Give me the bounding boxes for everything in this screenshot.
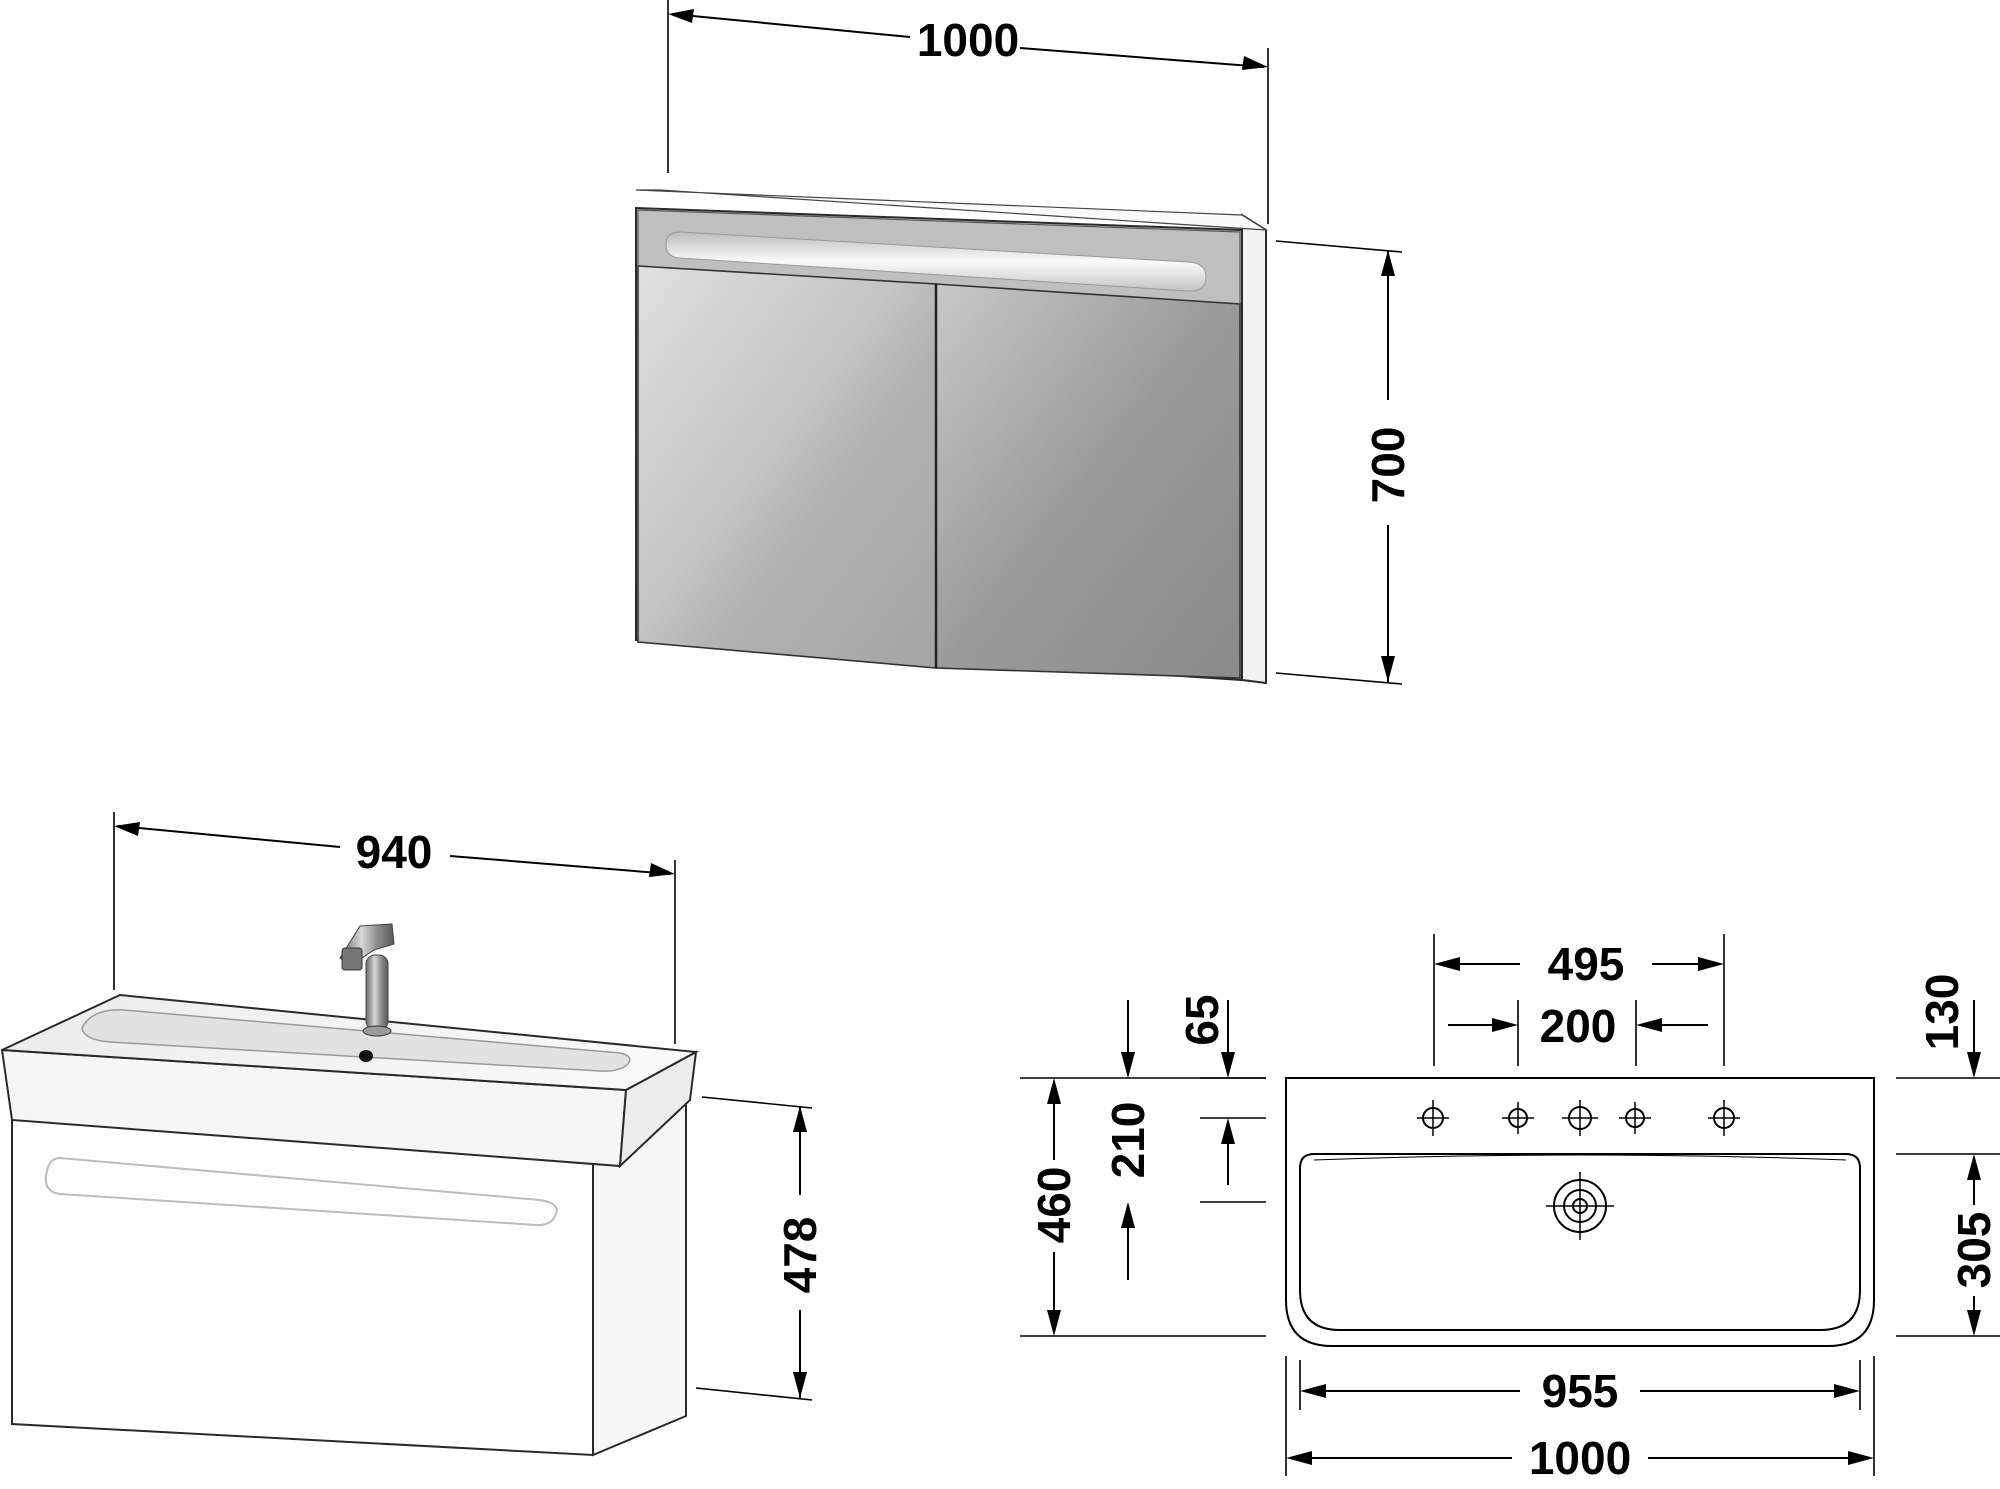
dimension-1000-bottom: 1000 xyxy=(1285,1356,1875,1484)
mirror-cabinet-top xyxy=(635,189,1267,231)
dim-460-label: 460 xyxy=(1028,1167,1080,1244)
crosshair-circle-icon xyxy=(1502,1102,1534,1134)
dimension-mirror-width: 1000 xyxy=(667,0,1269,224)
dimension-955: 955 xyxy=(1299,1360,1861,1417)
vanity-width-label: 940 xyxy=(356,826,433,878)
mirror-cabinet xyxy=(635,189,1267,685)
dim-495-label: 495 xyxy=(1548,938,1625,990)
mirror-width-label: 1000 xyxy=(917,14,1019,66)
crosshair-circle-icon xyxy=(1619,1102,1651,1134)
dimension-130: 130 xyxy=(1896,974,2000,1155)
vanity-unit xyxy=(0,923,700,1457)
dimension-210: 210 xyxy=(1102,1000,1266,1280)
dim-210-label: 210 xyxy=(1102,1102,1154,1179)
dim-130-label: 130 xyxy=(1916,974,1968,1051)
dimension-460: 460 xyxy=(1020,1077,1266,1337)
dimension-200: 200 xyxy=(1448,1000,1708,1066)
basin-plan-bowl xyxy=(1299,1153,1861,1331)
mirror-door-right xyxy=(935,283,1241,679)
dimension-305: 305 xyxy=(1896,1154,2000,1337)
dim-955-label: 955 xyxy=(1542,1365,1619,1417)
crosshair-circle-icon xyxy=(1417,1100,1449,1136)
basin-bowl xyxy=(81,1009,631,1072)
dim-200-label: 200 xyxy=(1540,1000,1617,1052)
dimension-mirror-height: 700 xyxy=(1275,240,1414,685)
crosshair-circle-icon xyxy=(1562,1100,1598,1136)
basin-plan-view xyxy=(1285,1077,1875,1347)
dim-1000-bottom-label: 1000 xyxy=(1529,1432,1631,1484)
crosshair-circle-icon xyxy=(1708,1100,1740,1136)
faucet-icon xyxy=(339,923,395,1037)
overflow-hole xyxy=(359,1050,373,1062)
dim-305-label: 305 xyxy=(1948,1212,2000,1289)
dimension-vanity-width: 940 xyxy=(113,812,676,1044)
dimension-495: 495 xyxy=(1433,934,1725,1066)
dimension-65: 65 xyxy=(1176,994,1266,1119)
dim-65-label: 65 xyxy=(1176,994,1228,1045)
drain-icon xyxy=(1546,1172,1614,1240)
mirror-door-left xyxy=(637,265,937,669)
mirror-cabinet-side xyxy=(1241,213,1267,685)
drawer-handle xyxy=(44,1156,558,1227)
dimension-vanity-height: 478 xyxy=(695,1096,826,1401)
vanity-height-label: 478 xyxy=(774,1217,826,1294)
led-light-bar xyxy=(665,231,1207,292)
mirror-height-label: 700 xyxy=(1362,427,1414,504)
